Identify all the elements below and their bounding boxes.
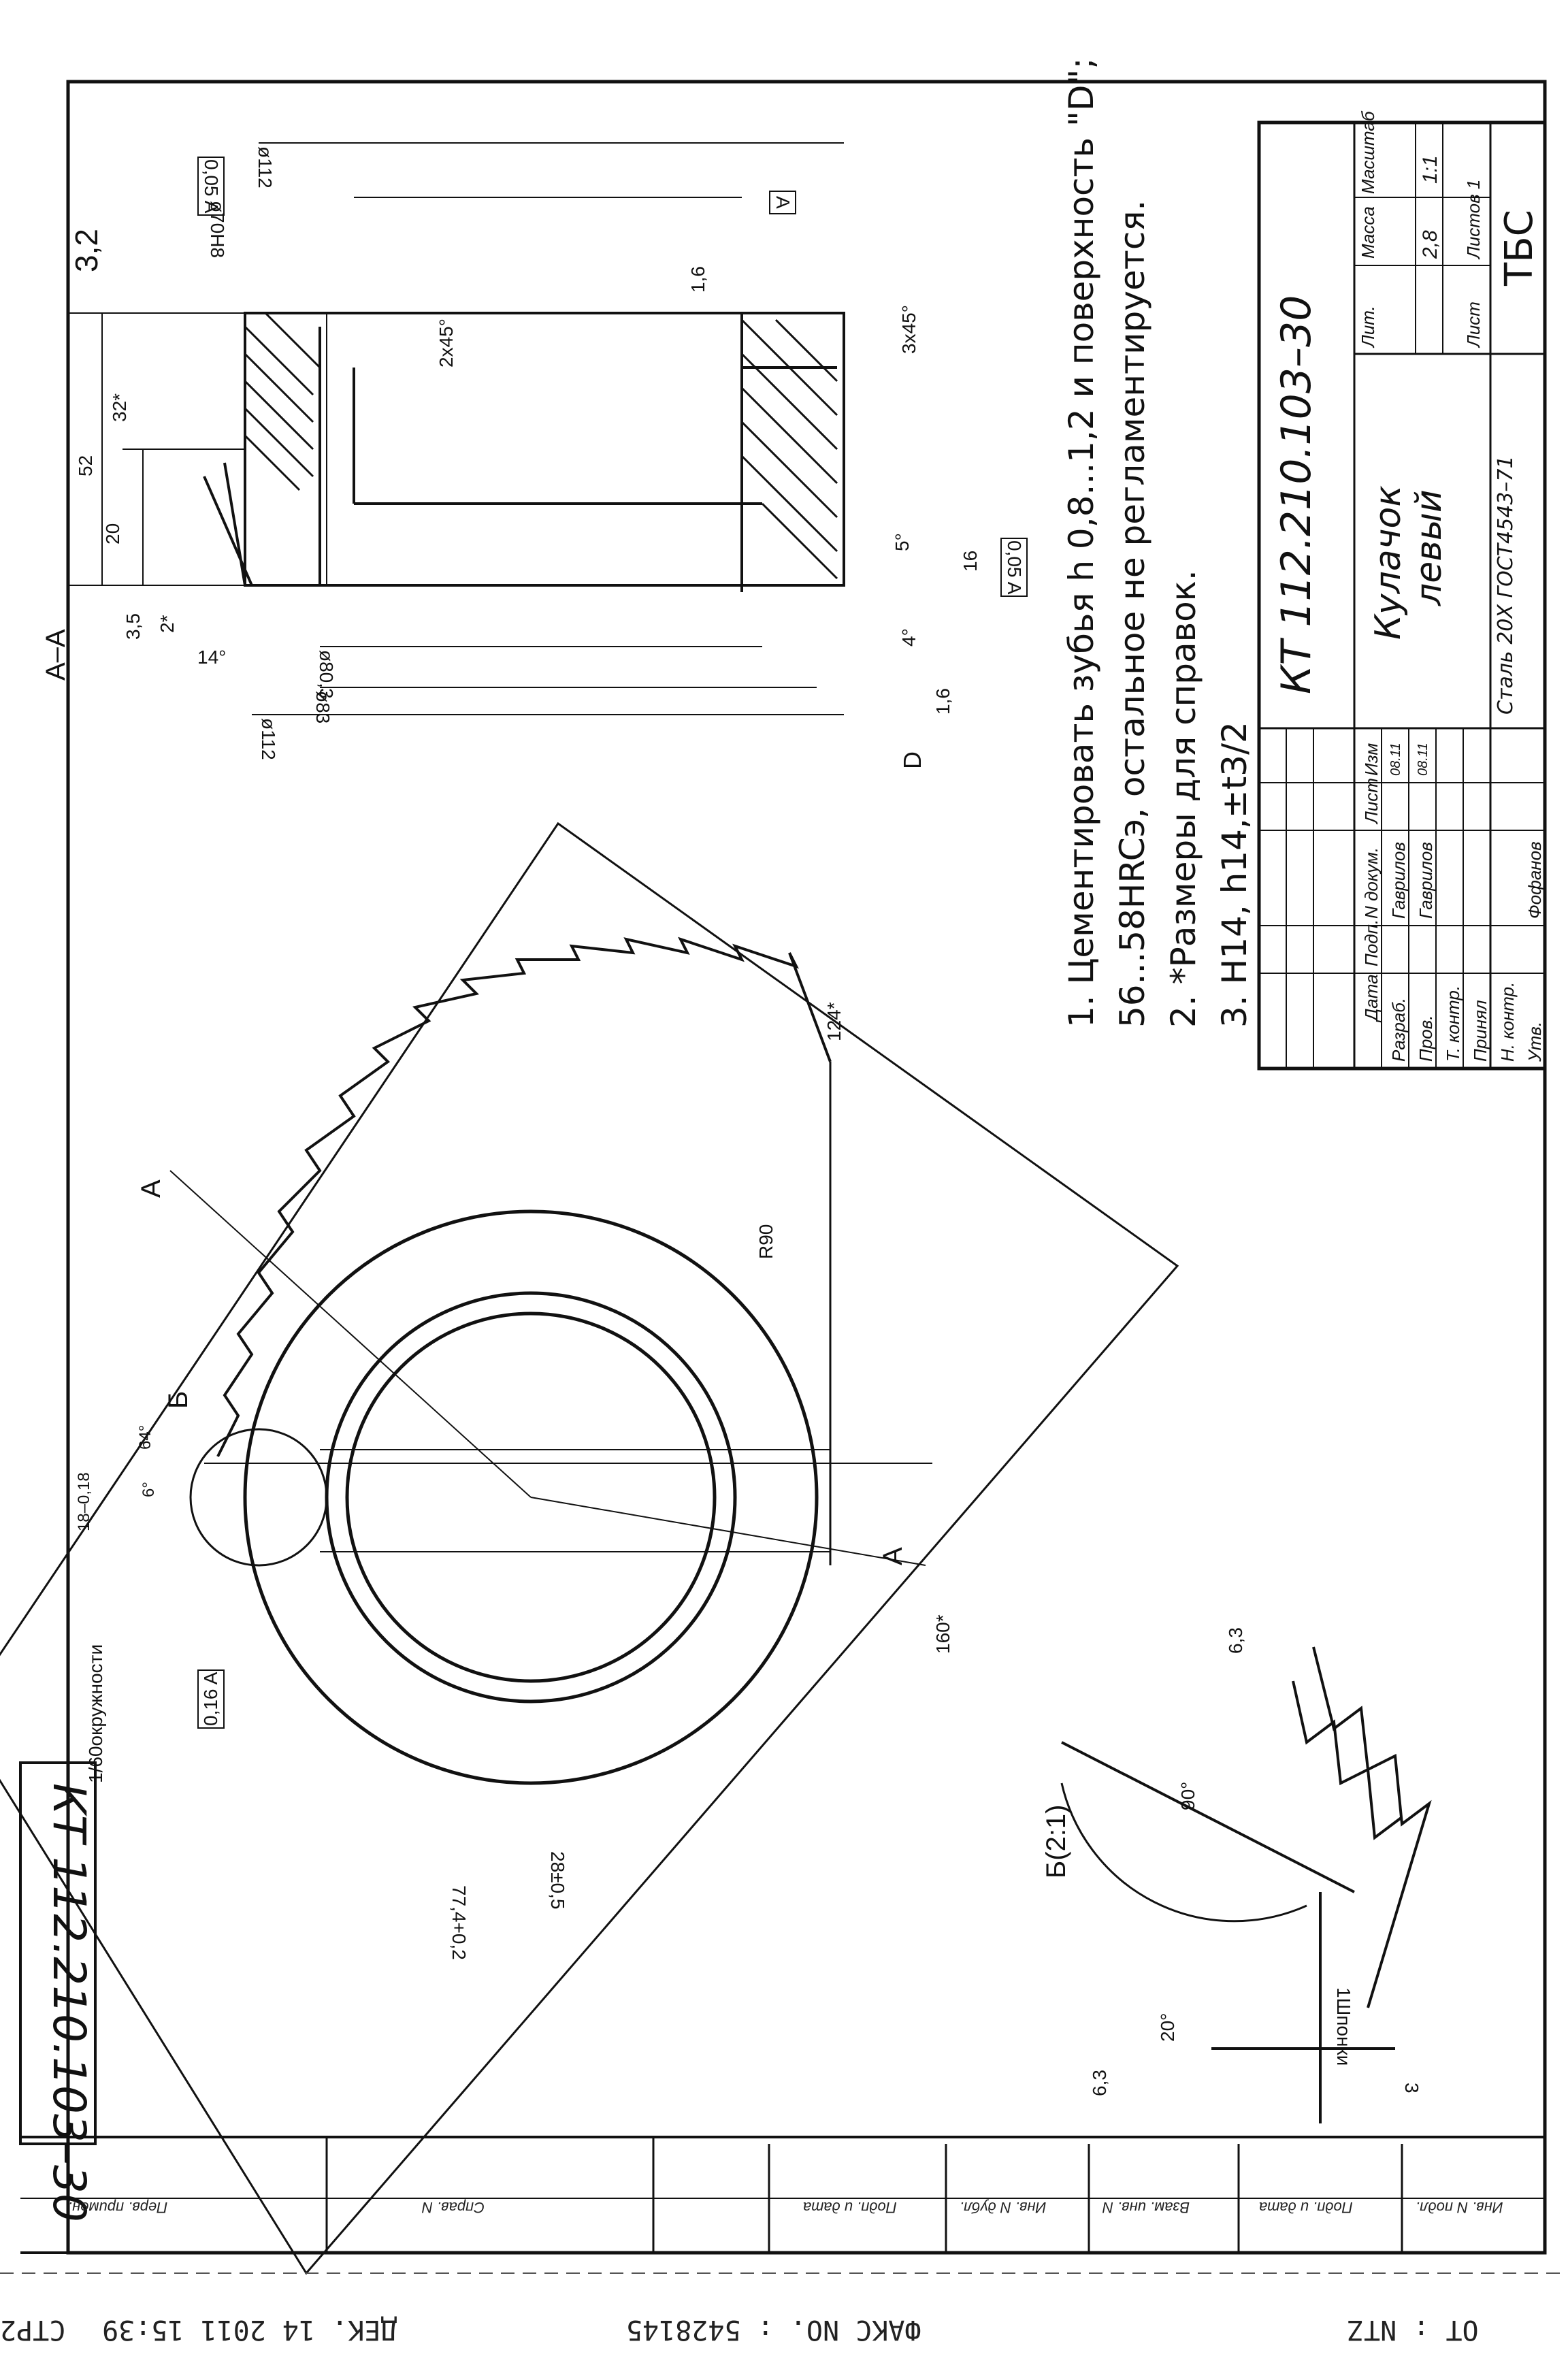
dim-18: 18–0,18: [75, 1472, 93, 1531]
role-data: Дата: [1361, 974, 1382, 1021]
header-scale: Масштаб: [1358, 111, 1378, 194]
role-podp: Подп.: [1361, 919, 1382, 966]
stamp-perv: Перв. примен.: [68, 2199, 168, 2216]
developer: Гаврилов: [1388, 842, 1409, 919]
section-dims: [68, 142, 844, 715]
detail-label: Б(2:1): [1041, 1804, 1071, 1879]
dim-28: 28±0,5: [547, 1851, 568, 1910]
role-list: Лист: [1361, 778, 1382, 824]
tol-bottom: 0,05 A: [1000, 538, 1028, 598]
envelope-box: [0, 821, 1179, 2275]
role-izm: Изм: [1361, 743, 1382, 776]
note-2: 56...58HRCэ, остальное не регламентирует…: [1113, 199, 1152, 1028]
dim-124: 124*: [823, 1002, 845, 1041]
label-a-top: A: [136, 1179, 166, 1198]
label-a-bottom: A: [878, 1547, 908, 1565]
note-4: 3. H14, h14,±t3/2: [1215, 721, 1254, 1028]
approver: Фофанов: [1524, 841, 1545, 919]
dim-32: 32*: [109, 393, 130, 422]
drawing-frame: [66, 80, 1547, 2255]
tol-plan: 0,16 A: [197, 1669, 225, 1729]
stamp-dubl: Инв. N дубл.: [960, 2199, 1047, 2216]
scale: 1:1: [1419, 155, 1441, 184]
dim-1-6b: 1,6: [932, 688, 953, 715]
dim-d112-top: ø112: [255, 146, 276, 189]
section-hatch: [244, 312, 838, 580]
detail-6-3b: 6,3: [1089, 2070, 1110, 2096]
roughness: 3,2: [69, 229, 104, 272]
dim-160: 160*: [932, 1614, 953, 1654]
dim-3-5: 3,5: [122, 613, 144, 640]
fax-date: ДЕК. 14 2011 15:39: [102, 2314, 397, 2345]
role-nkontr: Н. контр.: [1497, 981, 1518, 1062]
detail-small: 3: [1401, 2083, 1422, 2093]
dim-16: 16: [960, 550, 981, 572]
role-prinyal: Принял: [1470, 1000, 1490, 1062]
title-number: КТ 112.210.103–30: [1273, 295, 1320, 694]
stamp-vzam: Взам. инв. N: [1102, 2199, 1190, 2216]
fax-from: ОТ : NTZ: [1348, 2314, 1479, 2345]
checker: Гаврилов: [1416, 842, 1436, 919]
note-1: 1. Цементировать зубья h 0,8...1,2 и пов…: [1062, 57, 1101, 1028]
dim-3x45: 3x45°: [898, 305, 919, 354]
material: Сталь 20Х ГОСТ4543–71: [1494, 455, 1518, 715]
role-prov: Пров.: [1416, 1015, 1436, 1062]
label-d: D: [898, 751, 926, 769]
role-razrab: Разраб.: [1388, 997, 1409, 1062]
dim-77-4: 77,4+0,2: [448, 1885, 470, 1960]
dim-r90: R90: [755, 1224, 777, 1259]
fax-page: СТР2: [0, 2314, 66, 2345]
dim-1-6a: 1,6: [687, 266, 708, 293]
dim-2x45: 2x45°: [436, 319, 457, 368]
detail-20deg: 20°: [1157, 2012, 1178, 2042]
plan-view: [169, 1062, 932, 1785]
detail-b: [1060, 1646, 1432, 2123]
dim-d112-bottom: ø112: [258, 718, 279, 760]
role-ndoc: N докум.: [1361, 847, 1382, 919]
company: ТБС: [1497, 210, 1541, 286]
part-name-line2: левый: [1409, 489, 1450, 606]
part-name-line1: Кулачок: [1368, 485, 1409, 640]
date-developer: 08.11: [1388, 743, 1403, 776]
teeth-note: 1/60окружности: [85, 1644, 106, 1783]
detail-90deg: 90°: [1177, 1781, 1198, 1810]
detail-note: 1Шпонки: [1333, 1987, 1354, 2066]
drawing-number-side: КТ 112.210.103–30: [43, 1783, 95, 2223]
section-a-a: [203, 312, 845, 592]
dim-14deg: 14°: [197, 647, 227, 668]
tol-top: 0,05 A: [197, 157, 225, 216]
stamp-podp1: Подп. и дата: [803, 2199, 897, 2216]
dim-2: 2*: [157, 615, 178, 633]
section-label: А–А: [41, 629, 71, 681]
stamp-inv: Инв. N подл.: [1416, 2199, 1503, 2216]
number-box: [19, 1761, 97, 2145]
detail-6-3a: 6,3: [1225, 1627, 1246, 1654]
teeth: [216, 936, 832, 1457]
date-checker: 08.11: [1416, 743, 1431, 776]
dim-64deg: 64°: [136, 1424, 154, 1450]
sheets-label: Листов 1: [1463, 179, 1484, 259]
stamp-podp2: Подп. и дата: [1259, 2199, 1353, 2216]
stamp-sprav: Справ. N: [422, 2199, 485, 2216]
role-tkontr: Т. контр.: [1443, 985, 1463, 1062]
role-utv: Утв.: [1524, 1021, 1545, 1062]
header-mass: Масса: [1358, 206, 1378, 259]
mass: 2,8: [1419, 230, 1441, 259]
dim-4deg: 4°: [898, 628, 919, 647]
datum-a: A: [769, 191, 796, 214]
dim-5deg: 5°: [892, 533, 913, 551]
header-lit: Лит.: [1358, 306, 1378, 347]
dim-52: 52: [75, 455, 96, 476]
dim-20: 20: [102, 523, 123, 544]
fax-number: ФАКС NO. : 5428145: [626, 2314, 921, 2345]
note-3: 2. *Размеры для справок.: [1164, 570, 1203, 1028]
dim-d83: ø83: [312, 691, 333, 724]
label-b: Б: [163, 1390, 193, 1409]
dim-6deg: 6°: [140, 1482, 158, 1497]
sheet-label: Лист: [1463, 302, 1484, 347]
